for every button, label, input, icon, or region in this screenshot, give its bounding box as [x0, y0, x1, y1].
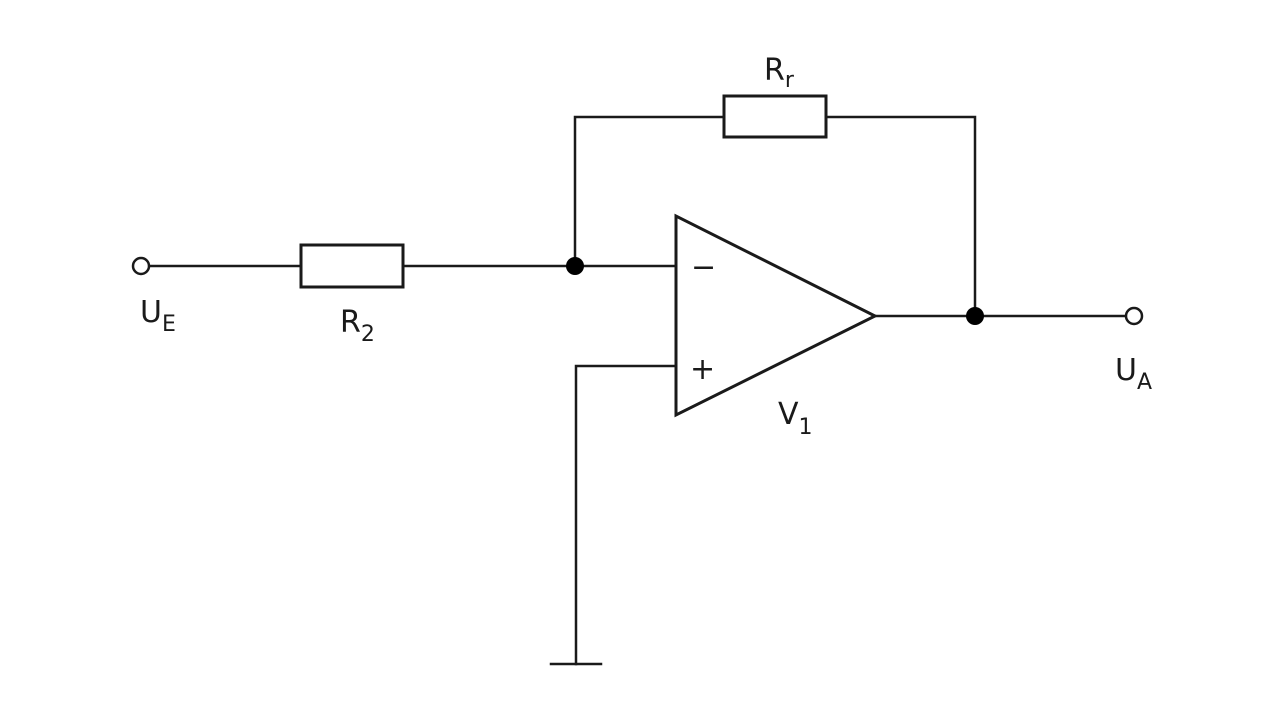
- wire-feedback-left: [573, 115, 726, 268]
- label-output-sub: A: [1137, 370, 1152, 395]
- terminal-input: [131, 256, 151, 276]
- label-opamp-main: V: [778, 397, 799, 432]
- label-output-main: U: [1115, 353, 1137, 388]
- label-input-main: U: [140, 295, 162, 330]
- label-rr-main: R: [764, 53, 785, 88]
- terminal-output: [1124, 306, 1144, 326]
- opamp-inverting-sign: −: [691, 250, 716, 285]
- label-output-voltage: UA: [1115, 353, 1152, 395]
- label-r2-main: R: [340, 305, 361, 340]
- junction-node-inverting: [566, 257, 584, 275]
- label-rr: Rr: [764, 53, 795, 93]
- wire-noninverting-to-ground: [574, 364, 678, 666]
- resistor-r2: [299, 243, 405, 289]
- label-opamp: V1: [778, 397, 813, 440]
- resistor-rr: [722, 94, 828, 139]
- label-r2: R2: [340, 305, 375, 347]
- wire-feedback-right: [824, 115, 977, 318]
- label-opamp-sub: 1: [799, 415, 813, 440]
- label-input-voltage: UE: [140, 295, 176, 337]
- opamp-noninverting-sign: +: [690, 352, 715, 387]
- junction-node-output: [966, 307, 984, 325]
- label-input-sub: E: [162, 312, 176, 337]
- label-r2-sub: 2: [361, 322, 375, 347]
- label-rr-sub: r: [785, 68, 795, 93]
- opamp-v1: [674, 213, 879, 418]
